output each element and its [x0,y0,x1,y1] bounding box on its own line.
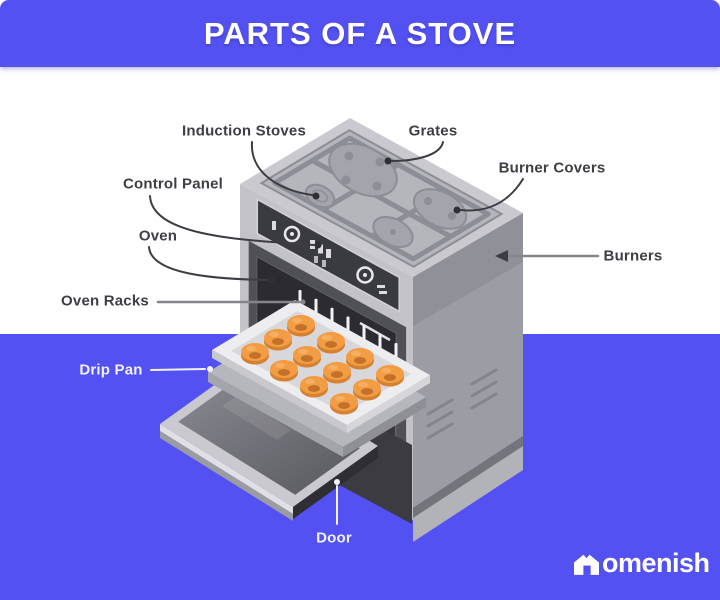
label-burner-covers: Burner Covers [498,159,606,177]
burner-covers-leader [460,178,524,212]
label-oven: Oven [138,227,178,245]
side-vents [426,368,498,440]
label-grates: Grates [408,122,458,140]
induction-stoves-leader [250,141,313,196]
cooktop [259,129,504,268]
label-drip-pan: Drip Pan [79,361,143,379]
label-induction-stoves: Induction Stoves [181,122,307,140]
label-door: Door [316,529,352,547]
burner-cover-pads [341,151,456,235]
oven-door-open [160,363,378,521]
brand-logo: omenish [573,547,710,579]
control-panel [256,198,400,313]
label-control-panel: Control Panel [122,175,224,193]
induction-ring [311,189,329,203]
label-oven-racks: Oven Racks [61,292,149,310]
house-icon [574,551,599,575]
brand-text: omenish [602,547,710,578]
control-panel-leader [149,195,315,246]
arrow-left-icon [495,250,508,262]
page-title: PARTS OF A STOVE [203,15,517,51]
oven-leader [148,246,268,281]
door-glass [178,375,360,495]
grates-leader [391,141,444,162]
label-burners: Burners [603,247,663,265]
cookie-tray [212,300,430,433]
leader-lines [148,141,600,525]
knob-icon [356,266,374,284]
title-banner: PARTS OF A STOVE [0,0,720,67]
knob-icon [283,225,301,243]
drip-pan-leader [150,368,206,371]
